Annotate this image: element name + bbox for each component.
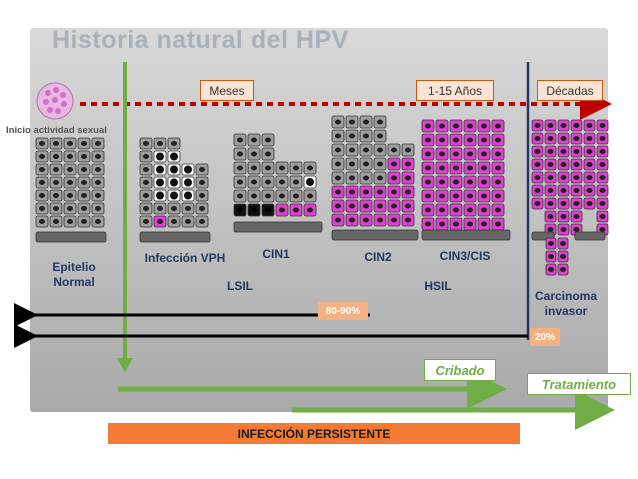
timeline-decadas: Décadas xyxy=(537,80,603,101)
stage-cin3: CIN3/CIS xyxy=(439,249,491,263)
stage-epitelio: Epitelio Normal xyxy=(52,260,96,289)
stage-cin1: CIN1 xyxy=(262,247,290,261)
cells-carcinoma xyxy=(531,119,609,236)
cells-cin2 xyxy=(331,115,415,227)
persistente-bar: INFECCIÓN PERSISTENTE xyxy=(108,423,520,444)
inicio-label: Inicio actividad sexual xyxy=(6,125,107,136)
page-title: Historia natural del HPV xyxy=(52,26,349,54)
cells-infeccion xyxy=(139,137,209,228)
stage-infeccion: Infección VPH xyxy=(144,251,226,265)
stage-carcinoma: Carcinoma invasor xyxy=(534,289,598,318)
timeline-anos: 1-15 Años xyxy=(416,80,494,101)
cells-cin3 xyxy=(421,119,505,231)
group-lsil: LSIL xyxy=(227,279,253,293)
cribado-label: Cribado xyxy=(424,359,496,381)
virus-icon xyxy=(36,82,74,120)
regression-high-badge: 80-90% xyxy=(318,302,368,320)
regression-low-badge: 20% xyxy=(530,328,560,346)
timeline-meses: Meses xyxy=(200,80,254,101)
cribado-arrow xyxy=(117,62,507,409)
cells-invasion xyxy=(545,237,569,276)
cells-cin1 xyxy=(233,133,317,217)
tratamiento-label: Tratamiento xyxy=(527,373,631,395)
stage-cin2: CIN2 xyxy=(364,250,392,264)
cells-normal xyxy=(35,137,105,228)
group-hsil: HSIL xyxy=(424,279,452,293)
